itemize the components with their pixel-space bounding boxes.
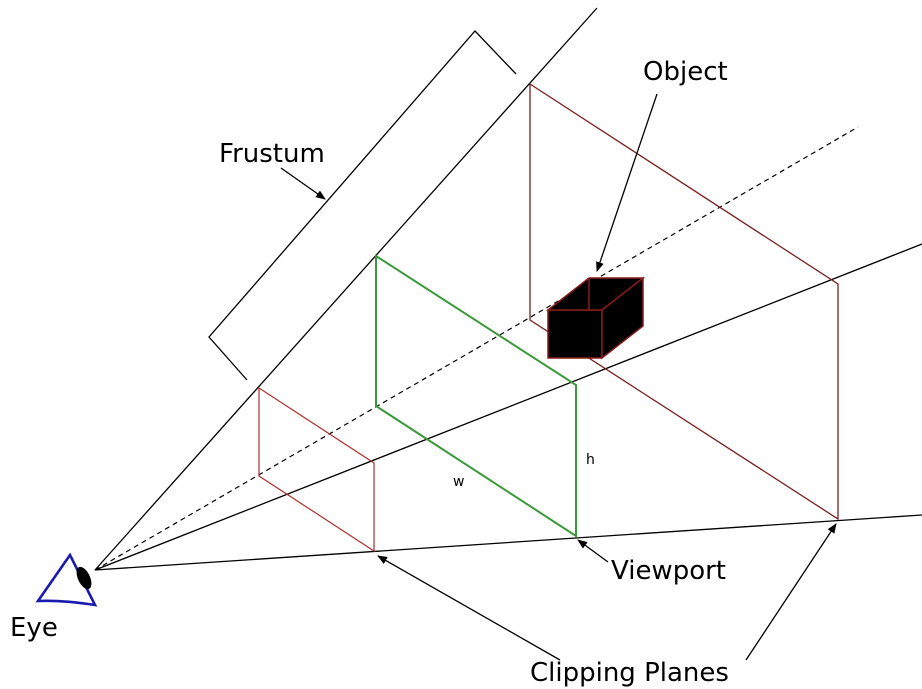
frustum-label: Frustum — [219, 139, 325, 169]
viewport-pointer-arrow — [577, 539, 609, 563]
clipping-planes-label: Clipping Planes — [530, 658, 729, 688]
object-box — [545, 276, 646, 360]
eye-icon — [35, 552, 98, 607]
frustum-middle-ray — [94, 243, 922, 571]
frustum-pointer-arrow — [280, 167, 326, 200]
near-plane-pointer-arrow — [377, 555, 561, 661]
viewport-plane — [375, 254, 577, 538]
eye-label: Eye — [10, 613, 58, 643]
object-label: Object — [643, 57, 728, 87]
frustum-bracket — [208, 30, 517, 381]
near-clipping-plane — [258, 386, 375, 553]
frustum-top-ray — [94, 7, 598, 571]
height-label: h — [586, 452, 595, 468]
view-axis-dashed — [94, 126, 859, 571]
viewport-label: Viewport — [611, 556, 726, 586]
far-clipping-plane — [529, 82, 839, 521]
width-label: w — [453, 474, 464, 490]
frustum-bottom-ray — [94, 514, 922, 571]
far-plane-pointer-arrow — [745, 523, 837, 661]
object-pointer-arrow — [596, 93, 658, 272]
